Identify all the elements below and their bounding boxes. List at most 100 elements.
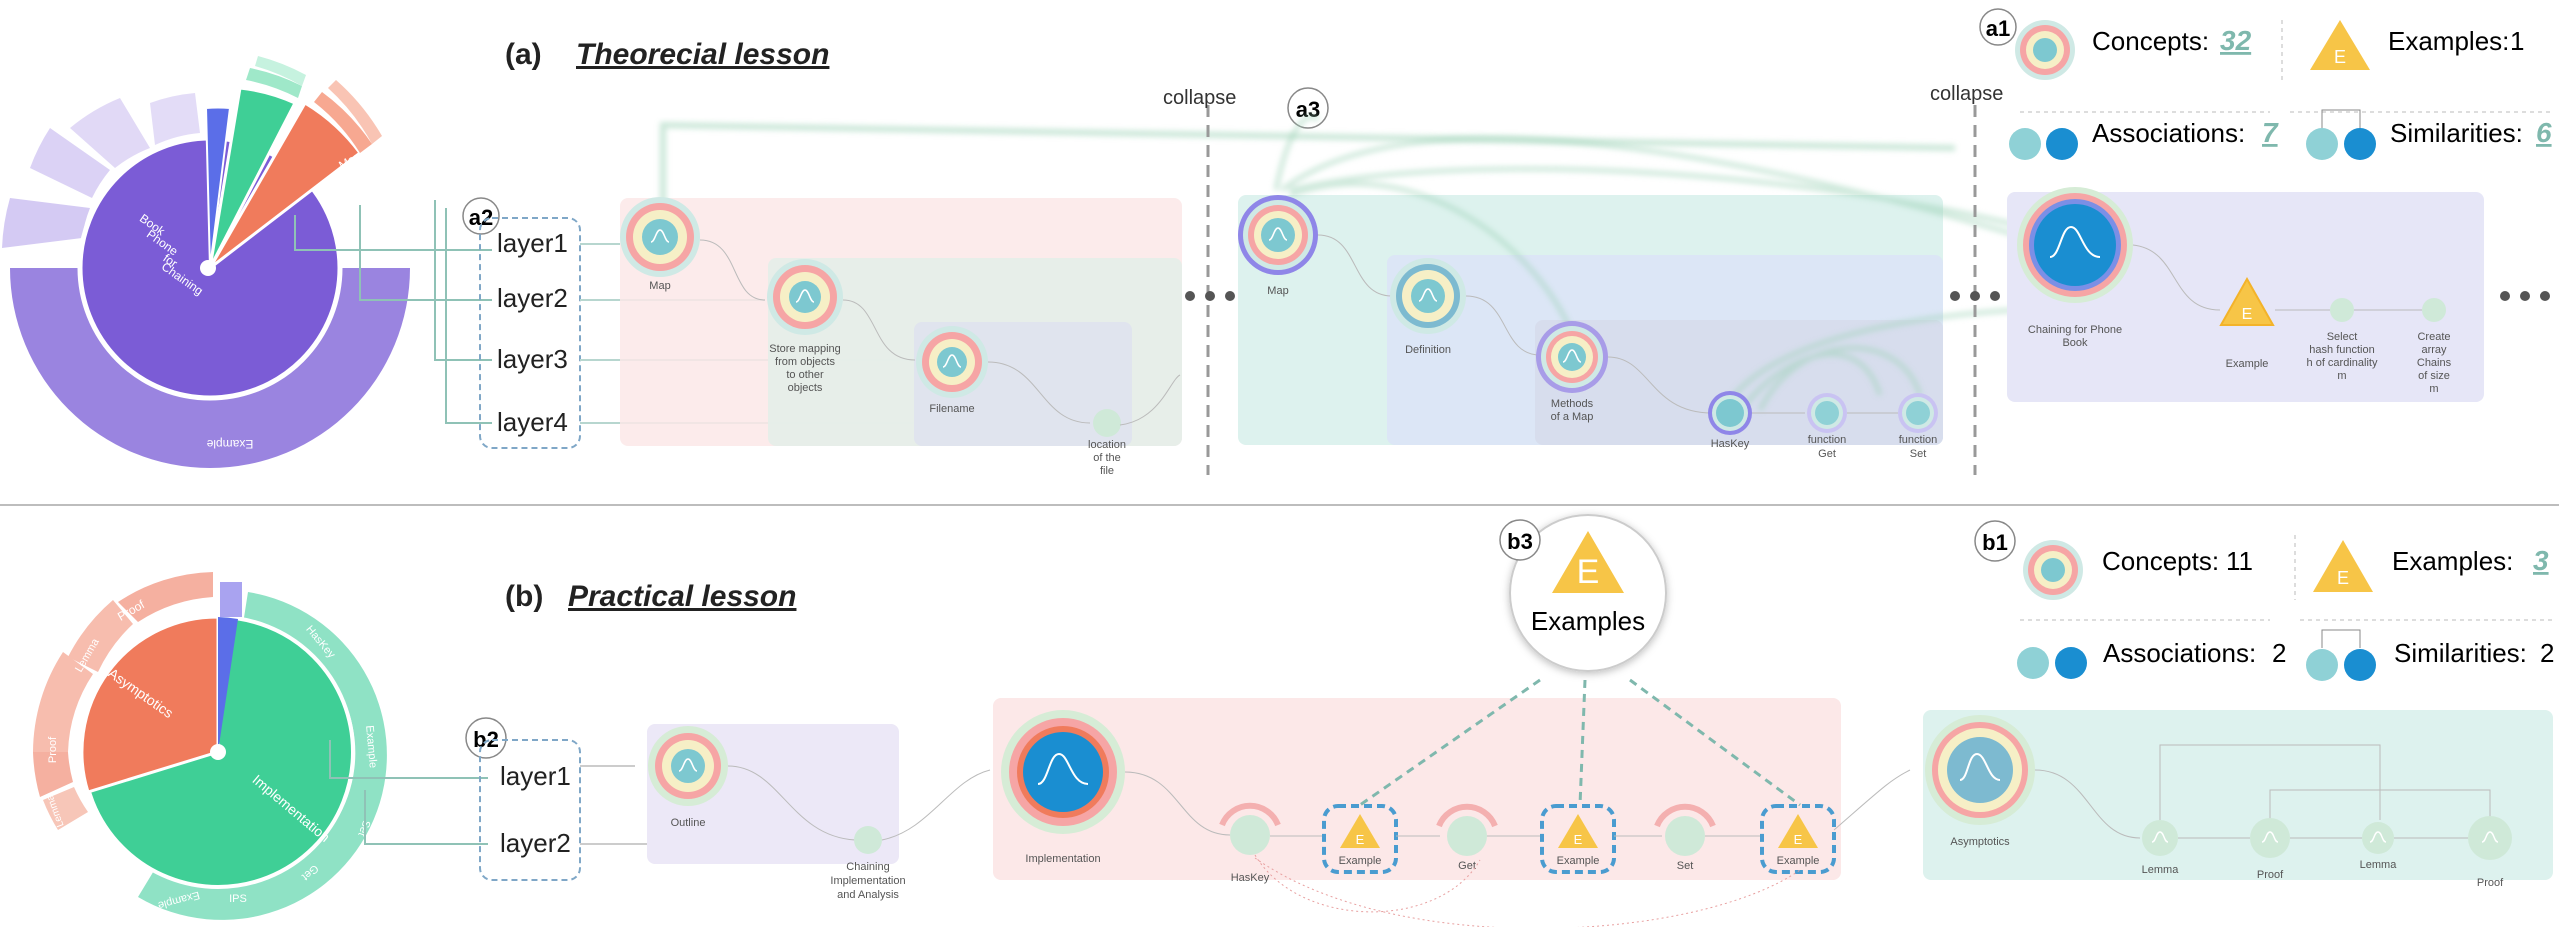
examples-icon-b <box>2313 540 2373 592</box>
node-label-methods-1: Methods <box>1551 398 1594 410</box>
examples-label-a: Examples: <box>2388 26 2509 56</box>
node-lemma-1[interactable]: Lemma <box>2142 820 2180 876</box>
badge-b2 <box>465 717 507 759</box>
example-glyph-b2: E <box>1574 832 1583 847</box>
associations-icon-a-2 <box>2046 128 2078 160</box>
node-label-asymptotics: Asymptotics <box>1950 836 2010 848</box>
examples-callout-label: Examples <box>1531 606 1645 636</box>
node-proof-1[interactable]: Proof <box>2250 818 2290 881</box>
outer-label-6: Set <box>355 818 372 838</box>
sunburst-theoretical[interactable]: Book Phone for Chaining Map Example <box>2 56 410 468</box>
concepts-value-a: 32 <box>2220 25 2252 56</box>
associations-label-a: Associations: <box>2092 118 2245 148</box>
layer4-a[interactable]: layer4 <box>497 407 568 437</box>
sunburst-segment-asymptotics[interactable] <box>80 615 220 794</box>
node-label-store-2: from objects <box>775 356 835 368</box>
node-label-location-3: file <box>1100 465 1114 477</box>
examples-glyph-b: E <box>2337 568 2349 588</box>
node-label-store-1: Store mapping <box>769 343 841 355</box>
node-definition[interactable]: Definition <box>1390 258 1466 356</box>
node-outline[interactable]: Outline <box>648 726 728 829</box>
node-chaining-phone-book[interactable]: Chaining for Phone Book <box>2017 187 2133 349</box>
node-haskey-b[interactable]: HasKey <box>1219 802 1281 884</box>
example-glyph-b1: E <box>1356 832 1365 847</box>
node-get-b[interactable]: Get <box>1436 803 1498 872</box>
panel-b-title: Practical lesson <box>568 580 796 613</box>
badge-b1 <box>1974 520 2016 562</box>
layer1-b[interactable]: layer1 <box>500 761 571 791</box>
panel-theoretical-lesson: (a) Theorecial lesson Book Phone for Cha… <box>2 8 2552 477</box>
examples-label-b: Examples: <box>2392 546 2513 576</box>
node-label-lemma-1: Lemma <box>2142 864 2180 876</box>
node-label-outline: Outline <box>671 817 706 829</box>
node-label-lemma-2: Lemma <box>2360 859 2398 871</box>
node-label-select-2: hash function <box>2309 344 2374 356</box>
examples-callout[interactable]: E Examples <box>1509 514 1667 672</box>
node-label-select-3: h of cardinality <box>2307 357 2378 369</box>
panel-b-prefix: (b) <box>505 580 543 613</box>
node-label-methods-2: of a Map <box>1551 411 1594 423</box>
outer-label-2: Proof <box>47 736 59 763</box>
layer2-a[interactable]: layer2 <box>497 283 568 313</box>
node-example-b2[interactable]: E Example <box>1540 804 1616 874</box>
node-label-chaining-1: Chaining for Phone <box>2028 324 2122 336</box>
similarities-label-b: Similarities: <box>2394 638 2527 668</box>
node-example-b1[interactable]: E Example <box>1322 804 1398 874</box>
sunburst-ring-example[interactable] <box>10 268 410 468</box>
examples-glyph-a: E <box>2334 47 2346 67</box>
examples-icon-a <box>2310 20 2370 70</box>
node-select-hash[interactable]: Select hash function h of cardinality m <box>2307 298 2378 382</box>
outer-label-5: Example <box>363 725 379 769</box>
badge-a2 <box>462 197 500 235</box>
node-label-create-1: Create <box>2417 331 2450 343</box>
layer2-b[interactable]: layer2 <box>500 828 571 858</box>
node-methods[interactable]: Methods of a Map <box>1536 321 1608 423</box>
node-create-array[interactable]: Create array Chains of size m <box>2417 298 2452 395</box>
node-location[interactable]: location of the file <box>1088 409 1126 477</box>
node-label-location-2: of the <box>1093 452 1121 464</box>
node-chaining-impl[interactable]: Chaining Implementation and Analysis <box>830 826 906 901</box>
sunburst-segment-map[interactable] <box>208 100 363 270</box>
node-implementation[interactable]: Implementation <box>1001 710 1125 865</box>
node-function-get[interactable]: function Get <box>1807 393 1847 460</box>
collapsed-dots-1[interactable] <box>1185 291 1235 301</box>
node-map-2[interactable]: Map <box>1238 195 1318 297</box>
examples-value-a: 1 <box>2510 26 2524 56</box>
layer3-a[interactable]: layer3 <box>497 344 568 374</box>
node-label-set-2: Set <box>1910 448 1927 460</box>
node-label-get-b: Get <box>1458 860 1476 872</box>
node-label-proof-2: Proof <box>2477 877 2504 889</box>
node-label-chaining-2: Book <box>2062 337 2088 349</box>
stats-panel-a: a1 Concepts: 32 E Examples: 1 Associatio… <box>1979 8 2552 160</box>
node-label-chaining-impl-2: Implementation <box>830 875 905 887</box>
examples-callout-glyph: E <box>1577 553 1600 591</box>
node-function-set[interactable]: function Set <box>1898 393 1938 460</box>
node-label-haskey: HasKey <box>1711 438 1750 450</box>
node-filename[interactable]: Filename <box>916 326 988 415</box>
node-asymptotics[interactable]: Asymptotics <box>1925 715 2035 848</box>
node-example-b3[interactable]: E Example <box>1760 804 1836 874</box>
node-set-b[interactable]: Set <box>1654 803 1716 872</box>
similarities-value-a: 6 <box>2536 117 2552 148</box>
panel-a-prefix: (a) <box>505 38 542 71</box>
node-label-select-1: Select <box>2327 331 2358 343</box>
node-label-map-1: Map <box>649 280 670 292</box>
similarities-icon-b-1 <box>2306 649 2338 681</box>
sunburst-practical[interactable]: Asymptotics Implementation Proof Lemma P… <box>33 572 387 920</box>
layer-selector-b[interactable] <box>479 739 581 881</box>
node-store-mapping[interactable]: Store mapping from objects to other obje… <box>767 259 843 394</box>
node-label-create-5: m <box>2429 383 2438 395</box>
associations-label-b: Associations: <box>2103 638 2256 668</box>
collapsed-dots-2[interactable] <box>1950 291 2000 301</box>
node-lemma-2[interactable]: Lemma <box>2360 822 2398 871</box>
node-example-a[interactable]: E Example <box>2219 276 2275 370</box>
node-proof-2[interactable]: Proof <box>2468 816 2512 889</box>
layer1-a[interactable]: layer1 <box>497 228 568 258</box>
node-label-get-2: Get <box>1818 448 1836 460</box>
collapsed-dots-3[interactable] <box>2500 291 2550 301</box>
concepts-label-a: Concepts: <box>2092 26 2209 56</box>
node-map-1[interactable]: Map <box>620 197 700 292</box>
node-label-create-3: Chains <box>2417 357 2452 369</box>
node-haskey[interactable]: HasKey <box>1708 391 1752 450</box>
